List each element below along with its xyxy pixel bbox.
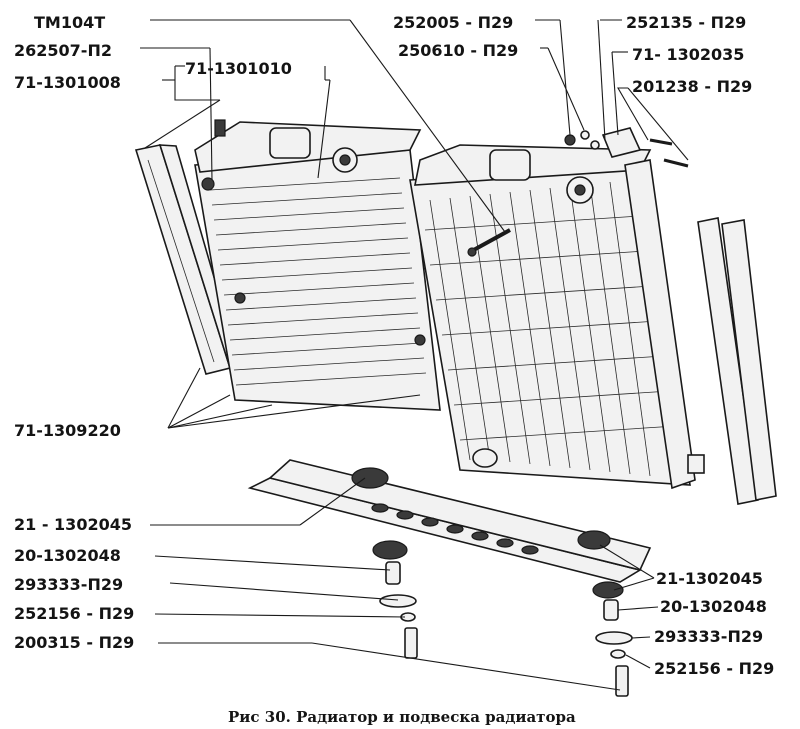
right-seal-strips [697, 217, 777, 505]
label-252005: 252005 - П29 [393, 13, 513, 32]
top-hardware [564, 127, 689, 168]
label-20-1302048-right: 20-1302048 [660, 597, 767, 616]
label-252156-left: 252156 - П29 [14, 604, 134, 623]
right-mount-stack [592, 581, 633, 697]
label-252156-right: 252156 - П29 [654, 659, 774, 678]
label-20-1302048-left: 20-1302048 [14, 546, 121, 565]
label-200315: 200315 - П29 [14, 633, 134, 652]
label-293333-right: 293333-П29 [654, 627, 763, 646]
label-21-1302045-right: 21-1302045 [656, 569, 763, 588]
label-71-1302035: 71- 1302035 [632, 45, 744, 64]
left-seal-strip [134, 144, 239, 375]
radiator-core-left [194, 119, 441, 411]
label-201238: 201238 - П29 [632, 77, 752, 96]
radiator-core-right [409, 144, 705, 490]
label-262507: 262507-П2 [14, 41, 112, 60]
label-21-1302045-left: 21 - 1302045 [14, 515, 132, 534]
label-71-1301010: 71-1301010 [185, 59, 292, 78]
mounting-bracket [247, 459, 652, 583]
label-71-1309220: 71-1309220 [14, 421, 121, 440]
figure-caption: Рис 30. Радиатор и подвеска радиатора [228, 708, 576, 726]
leader-lines [140, 19, 689, 691]
label-71-1301008: 71-1301008 [14, 73, 121, 92]
label-tm104t: ТМ104Т [34, 13, 105, 32]
left-mount-stack [372, 540, 418, 659]
label-250610: 250610 - П29 [398, 41, 518, 60]
label-252135: 252135 - П29 [626, 13, 746, 32]
label-293333-left: 293333-П29 [14, 575, 123, 594]
